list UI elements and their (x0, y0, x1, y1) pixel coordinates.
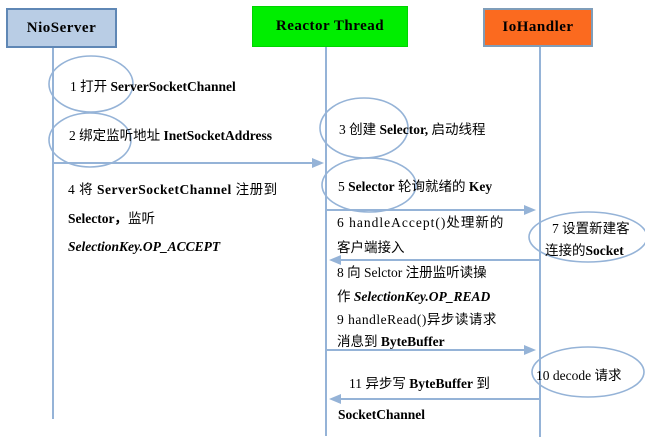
actor-nioserver-label: NioServer (26, 19, 97, 36)
msg-step2-text: 2 绑定监听地址 (69, 128, 164, 143)
msg-step7-text: 7 设置新建客 (552, 221, 630, 236)
arrow-handle-read-head (524, 345, 536, 355)
msg-step8-text2: 作 (337, 289, 354, 304)
actor-nioserver: NioServer (6, 8, 117, 48)
arrow-handle-accept-head (524, 205, 536, 215)
msg-step2: 2 绑定监听地址 InetSocketAddress (69, 126, 272, 145)
self-loop-step10 (531, 346, 645, 398)
msg-step8-line1: 8 向 Selctor 注册监听读操 (337, 263, 487, 282)
msg-step4-line2: Selector，监听 (68, 209, 155, 228)
msg-step1-class: ServerSocketChannel (110, 79, 236, 94)
actor-reactor-thread: Reactor Thread (252, 6, 408, 47)
msg-step5: 5 Selector 轮询就绪的 Key (338, 177, 492, 196)
msg-step9-line1: 9 handleRead()异步读请求 (337, 310, 497, 329)
msg-step6-line2: 客户端接入 (337, 238, 405, 257)
actor-reactor-thread-label: Reactor Thread (275, 18, 385, 34)
msg-step2-class: InetSocketAddress (163, 128, 273, 143)
msg-step10: 10 decode 请求 (536, 366, 621, 385)
msg-step5-selector: Selector (348, 179, 395, 194)
msg-step8-line2: 作 SelectionKey.OP_READ (337, 287, 490, 306)
msg-step3-class: Selector, (379, 122, 429, 137)
msg-step3-text2: 启动线程 (428, 122, 486, 137)
msg-step4-text2: 注册到 (231, 182, 278, 197)
msg-step4-class: ServerSocketChannel (97, 182, 232, 197)
msg-step6-text2: 客户端接入 (337, 240, 405, 255)
arrow-register-accept-head (312, 158, 324, 168)
self-loop-step7 (528, 211, 645, 263)
msg-step1: 1 打开 ServerSocketChannel (70, 77, 236, 96)
msg-step3: 3 创建 Selector, 启动线程 (339, 120, 485, 139)
msg-step6-line1: 6 handleAccept()处理新的 (337, 213, 504, 232)
msg-step4-selector: Selector， (68, 211, 128, 226)
msg-step9-line2: 消息到 ByteBuffer (337, 332, 445, 351)
msg-step11-line1: 11 异步写 ByteBuffer 到 (349, 374, 490, 393)
self-loop-step2 (48, 112, 132, 168)
msg-step11-text2: 到 (472, 376, 490, 391)
arrow-async-write-head (329, 394, 341, 404)
msg-step7-line2: 连接的Socket (545, 241, 624, 260)
msg-step3-text: 3 创建 (339, 122, 380, 137)
self-loop-step5 (321, 157, 417, 213)
msg-step7-line1: 7 设置新建客 (552, 219, 630, 238)
msg-step4-op-accept: SelectionKey.OP_ACCEPT (68, 239, 221, 254)
msg-step4-line1: 4 将 ServerSocketChannel 注册到 (68, 180, 278, 199)
msg-step5-text: 轮询就绪的 (394, 179, 469, 194)
msg-step4-line3: SelectionKey.OP_ACCEPT (68, 237, 220, 256)
msg-step11-text: 11 异步写 (349, 376, 410, 391)
msg-step11-line2: SocketChannel (338, 405, 425, 424)
msg-step9-text: 9 handleRead()异步读请求 (337, 312, 497, 327)
actor-iohandler: IoHandler (483, 8, 593, 47)
msg-step8-text: 8 向 Selctor 注册监听读操 (337, 265, 487, 280)
arrow-register-read-head (329, 255, 341, 265)
msg-step9-bytebuffer: ByteBuffer (380, 334, 445, 349)
msg-step7-text2: 连接的 (545, 243, 586, 258)
msg-step7-socket: Socket (585, 243, 624, 258)
self-loop-step1 (48, 55, 134, 113)
msg-step1-text: 1 打开 (70, 79, 111, 94)
msg-step5-key: Key (468, 179, 493, 194)
msg-step10-text: 10 decode 请求 (536, 368, 622, 383)
msg-step6-text: 6 handleAccept()处理新的 (337, 215, 505, 230)
msg-step5-num: 5 (338, 179, 349, 194)
msg-step4-text3: 监听 (127, 211, 155, 226)
msg-step11-bytebuffer: ByteBuffer (409, 376, 473, 391)
msg-step9-text2: 消息到 (337, 334, 381, 349)
msg-step4-text: 4 将 (68, 182, 97, 197)
msg-step11-socketchannel: SocketChannel (338, 407, 426, 422)
msg-step8-op-read: SelectionKey.OP_READ (353, 289, 491, 304)
actor-iohandler-label: IoHandler (502, 19, 574, 35)
